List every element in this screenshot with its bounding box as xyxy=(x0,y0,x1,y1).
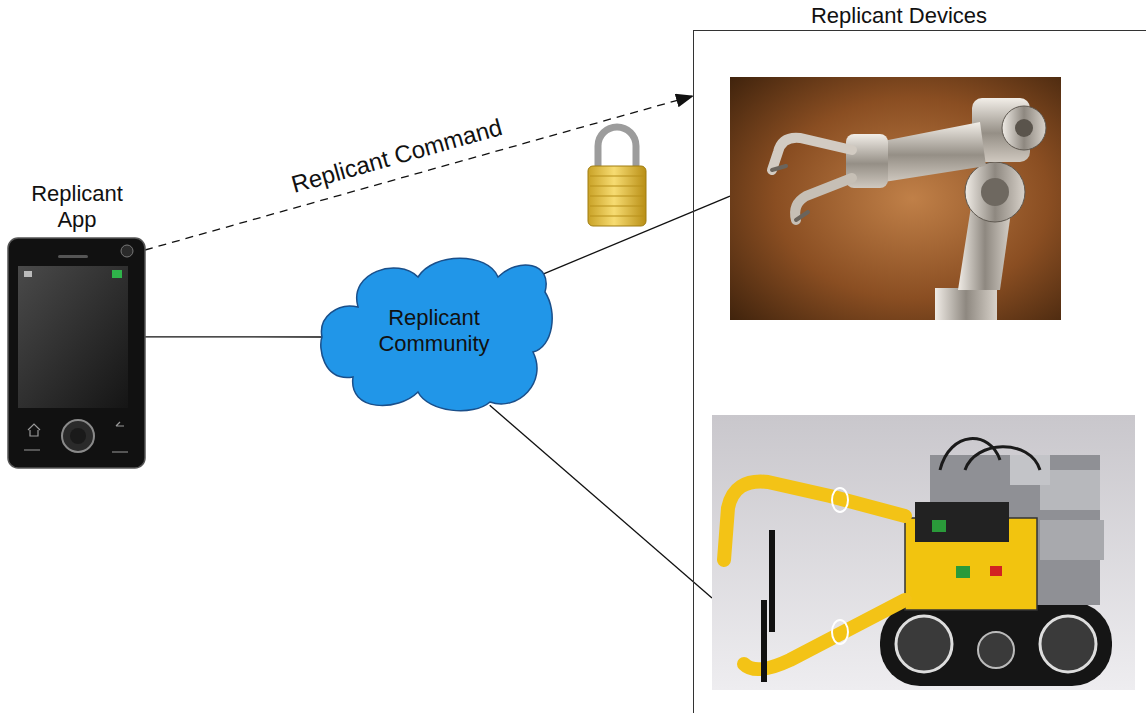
photo-node xyxy=(712,415,1135,690)
cloud-text-area: Replicant Community xyxy=(318,252,550,410)
robot-arm-photo xyxy=(730,77,1061,320)
connector xyxy=(145,336,322,337)
cloud-node: Replicant Community xyxy=(318,252,550,410)
heading-label: Replicant Devices xyxy=(694,3,1104,28)
connector xyxy=(145,96,693,250)
padlock-icon xyxy=(588,127,646,226)
lego-robot-photo xyxy=(712,415,1135,690)
connector xyxy=(490,405,712,598)
edge-label: Replicant Command xyxy=(288,113,505,198)
heading-label: Replicant App xyxy=(22,181,132,232)
device-group-box: Replicant Devices xyxy=(693,30,1146,713)
phone-illustration xyxy=(8,238,145,468)
cloud-outline xyxy=(321,258,552,410)
photo-node xyxy=(730,77,1061,320)
phone-node: Replicant App xyxy=(8,238,145,468)
node-label: Replicant Community xyxy=(353,305,515,358)
